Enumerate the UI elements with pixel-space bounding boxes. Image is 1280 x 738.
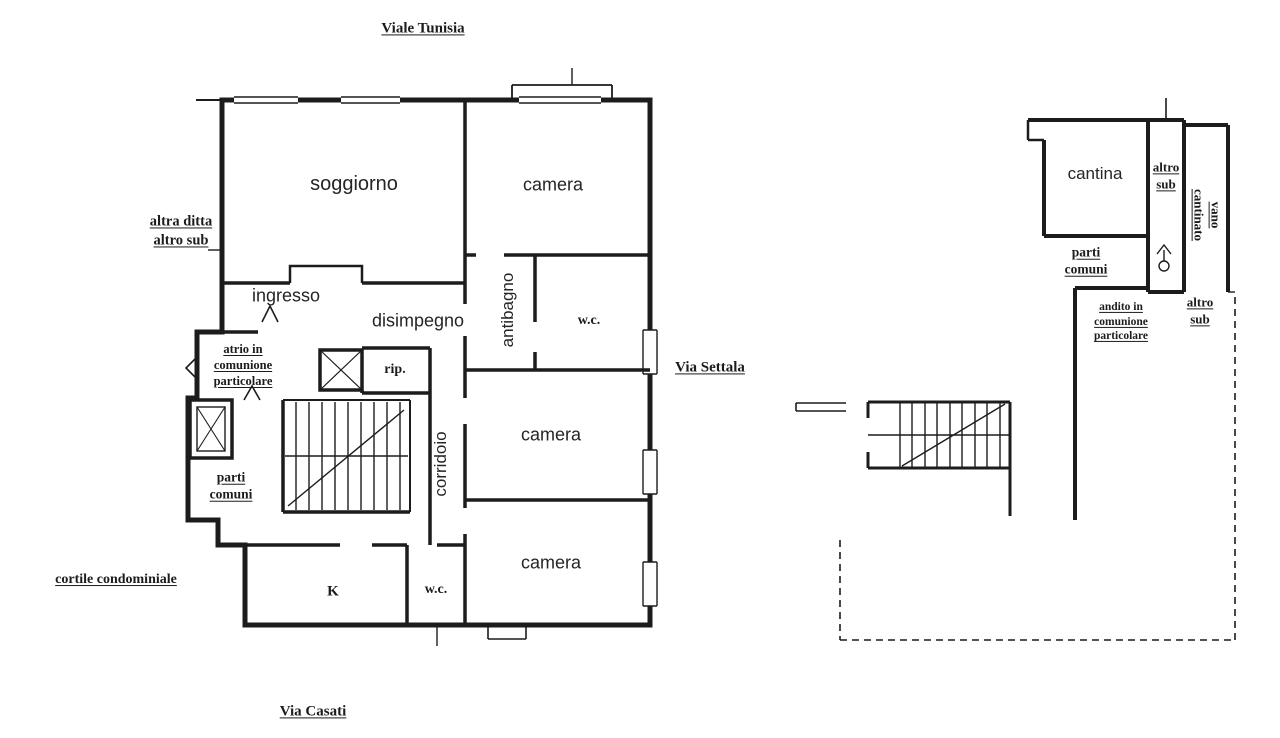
outer-walls xyxy=(185,97,653,628)
basement-walls xyxy=(1028,118,1230,520)
wall-notch xyxy=(1026,120,1044,142)
room-label-corridoio: corridoio xyxy=(431,431,451,497)
annotation-cortile-condominiale: cortile condominiale xyxy=(55,572,177,588)
room-label-camera-mid: camera xyxy=(520,424,582,445)
basement-plan xyxy=(795,98,1236,641)
annotation-andito: andito in comunione particolare xyxy=(1093,300,1149,343)
annotation-parti-comuni: parti comuni xyxy=(209,469,253,502)
annotation-atrio: atrio in comunione particolare xyxy=(213,342,273,388)
street-label-via-settala: Via Settala xyxy=(675,359,745,376)
dashed-boundary xyxy=(839,291,1236,641)
annotation-altro-sub-right: altro sub xyxy=(1186,294,1214,326)
door-swing-marks xyxy=(184,304,279,401)
balcony-top xyxy=(511,68,613,98)
annotation-altra-ditta: altra ditta altro sub xyxy=(149,213,213,248)
room-label-soggiorno: soggiorno xyxy=(310,173,398,196)
annotation-parti-comuni-basement: parti comuni xyxy=(1064,244,1108,277)
wall-notch xyxy=(288,264,364,283)
room-label-cantina: cantina xyxy=(1067,164,1123,184)
room-label-disimpegno: disimpegno xyxy=(371,310,465,331)
apartment-plan xyxy=(184,68,658,646)
street-label-via-casati: Via Casati xyxy=(279,703,347,720)
interior-walls xyxy=(222,100,650,625)
room-label-ingresso: ingresso xyxy=(251,285,321,306)
annotation-vano-cantinato: vano cantinato xyxy=(1192,189,1224,241)
room-label-kitchen: K xyxy=(327,583,339,600)
service-shaft xyxy=(318,348,364,392)
elevator xyxy=(188,398,234,460)
windows-right xyxy=(642,329,658,607)
room-label-rip: rip. xyxy=(384,362,406,378)
street-label-viale-tunisia: Viale Tunisia xyxy=(381,20,465,37)
windows-top xyxy=(234,95,601,105)
room-label-wc-top: w.c. xyxy=(577,313,601,329)
room-label-antibagno: antibagno xyxy=(498,272,518,348)
room-label-camera-top: camera xyxy=(522,174,584,195)
bottom-doorstep xyxy=(436,625,527,646)
room-label-camera-bottom: camera xyxy=(520,552,582,573)
room-label-wc-bottom: w.c. xyxy=(424,582,448,598)
annotation-altro-sub-top: altro sub xyxy=(1152,159,1180,191)
basement-staircase xyxy=(795,400,1012,516)
door-symbol xyxy=(1156,243,1172,272)
staircase xyxy=(281,399,411,514)
